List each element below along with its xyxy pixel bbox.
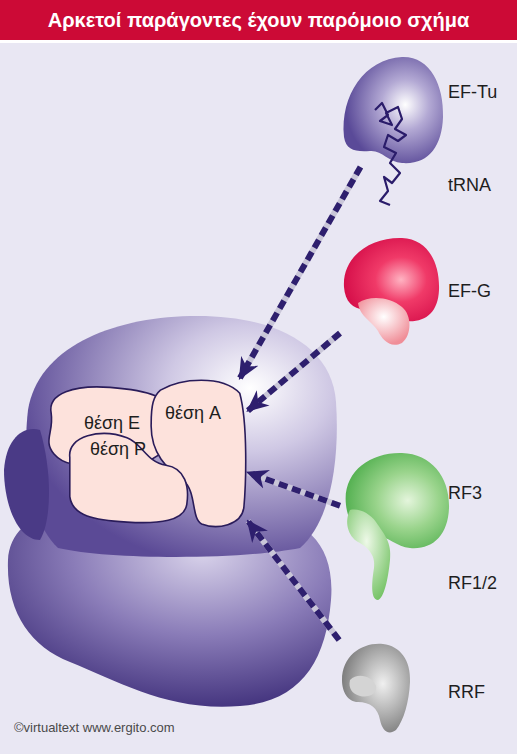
- connector-underlay: [240, 167, 361, 378]
- connector-underlay: [248, 521, 339, 640]
- node-outline: [340, 450, 452, 602]
- subunit-lobe: [4, 429, 49, 540]
- node-outline: [338, 640, 413, 735]
- large-subunit: [26, 316, 337, 557]
- node-label: θέση P: [90, 439, 146, 460]
- factor-shape: EF-G: [340, 235, 440, 347]
- dashed-arrow: [240, 167, 361, 378]
- node-label: EF-Tu: [448, 82, 497, 103]
- connector-underlay: [248, 473, 340, 506]
- title-bar: Αρκετοί παράγοντες έχουν παρόμοιο σχήμα: [0, 0, 517, 43]
- factor-shape: EF-TutRNA: [340, 55, 445, 167]
- site-box: θέση P: [62, 428, 192, 526]
- copyright-note: ©virtualtext www.ergito.com: [14, 720, 175, 735]
- node-label: θέση E: [84, 413, 140, 434]
- node-label: RRF: [448, 682, 485, 703]
- node-label: RF3: [448, 483, 482, 504]
- shape-part: [70, 434, 188, 523]
- shape-part: [375, 103, 406, 205]
- node-sublabel: tRNA: [448, 175, 491, 196]
- factor-shape: RF3RF1/2: [340, 450, 452, 602]
- title-text: Αρκετοί παράγοντες έχουν παρόμοιο σχήμα: [48, 9, 469, 32]
- shape-part: [349, 676, 376, 697]
- node-outline: [340, 55, 445, 167]
- node-label: θέση A: [165, 403, 221, 424]
- factor-shape: RRF: [338, 640, 413, 735]
- node-label: EF-G: [448, 281, 491, 302]
- node-outline: [340, 235, 440, 347]
- dashed-arrow: [248, 521, 339, 640]
- dashed-arrow: [248, 473, 340, 506]
- shape-part: [358, 298, 410, 345]
- node-sublabel: RF1/2: [448, 573, 497, 594]
- dashed-arrow: [248, 333, 340, 410]
- shape-part: [347, 510, 390, 600]
- shape-part: [342, 644, 410, 733]
- connector-underlay: [248, 333, 340, 410]
